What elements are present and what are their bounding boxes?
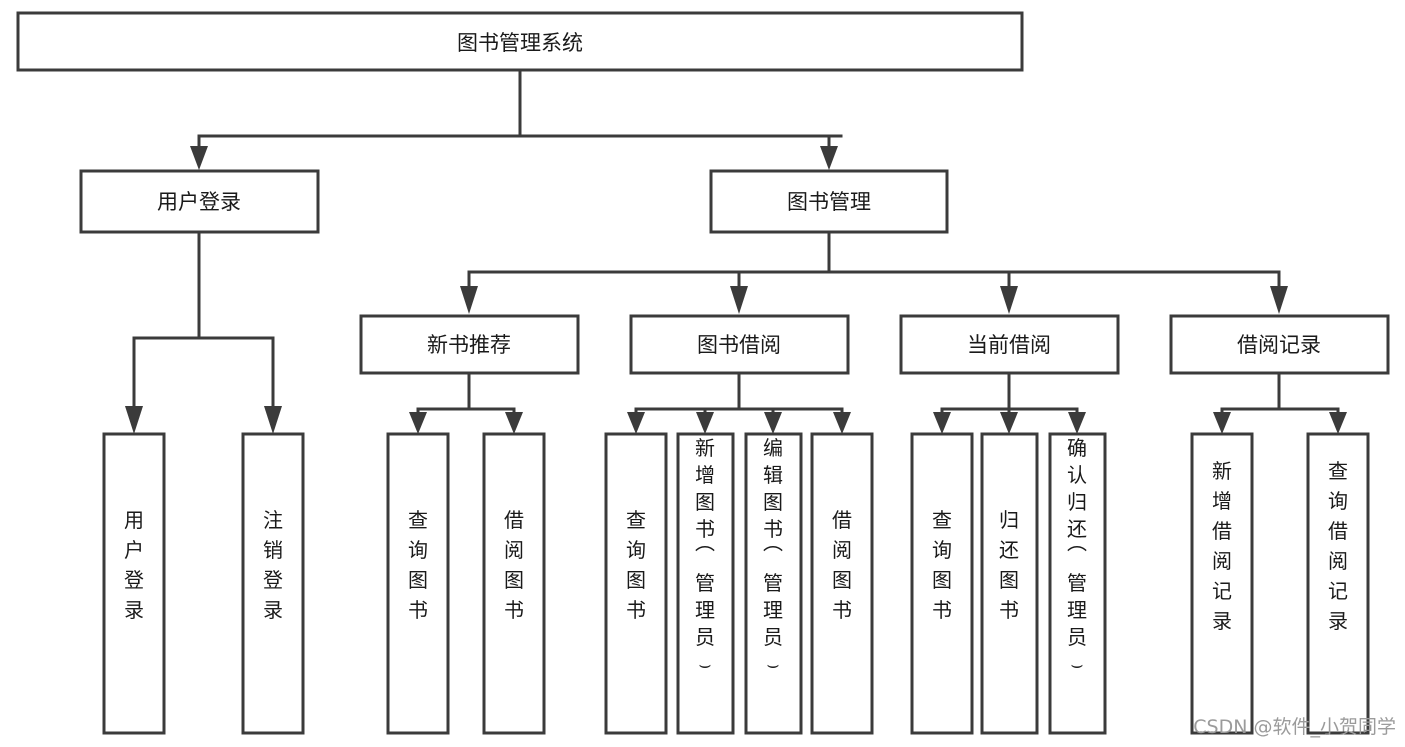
node-book-borrow[interactable]: 图书借阅 (629, 314, 850, 375)
arrow-head-leaf-borrow-book-1 (505, 412, 523, 434)
arrow-head-borrow-record (1270, 286, 1288, 314)
leaf-return-book-box[interactable] (980, 432, 1039, 735)
arrow-head-leaf-add-record (1213, 412, 1231, 434)
leaf-logout-login-box[interactable] (241, 432, 305, 735)
leaf-query-book-3-label: 查询图书 (932, 508, 952, 622)
leaf-query-book-1-label: 查询图书 (408, 508, 428, 622)
arrow-head-leaf-logout-login (264, 406, 282, 434)
leaf-return-book-label: 归还图书 (999, 508, 1019, 622)
leaf-add-record-label: 新增借阅记录 (1212, 459, 1232, 633)
leaf-borrow-book-1-label: 借阅图书 (504, 508, 524, 622)
leaf-add-book-label: 新增图书⌒管理员⌣ (695, 436, 715, 676)
leaf-query-book-3-box[interactable] (910, 432, 974, 735)
leaf-confirm-return-box[interactable] (1048, 432, 1107, 735)
node-current-borrow-label: 当前借阅 (967, 333, 1051, 357)
leaf-query-record-box[interactable] (1306, 432, 1370, 735)
node-new-book-recommend-label: 新书推荐 (427, 333, 511, 357)
leaf-edit-book-box[interactable] (744, 432, 803, 735)
leaf-query-book-2[interactable]: 查询图书 (604, 432, 668, 735)
leaf-add-book[interactable]: 新增图书⌒管理员⌣ (676, 432, 735, 735)
leaf-logout-login[interactable]: 注销登录 (241, 432, 305, 735)
node-book-borrow-label: 图书借阅 (697, 333, 781, 357)
node-book-borrow-box[interactable] (629, 314, 850, 375)
arrow-head-leaf-return-book (1000, 412, 1018, 434)
node-book-manage-box[interactable] (709, 169, 949, 234)
leaf-user-login[interactable]: 用户登录 (102, 432, 166, 735)
arrow-head-leaf-query-book-1 (409, 412, 427, 434)
node-new-book-recommend[interactable]: 新书推荐 (359, 314, 580, 375)
leaf-borrow-book-1[interactable]: 借阅图书 (482, 432, 546, 735)
leaf-edit-book[interactable]: 编辑图书⌒管理员⌣ (744, 432, 803, 735)
leaf-query-record[interactable]: 查询借阅记录 (1306, 432, 1370, 735)
leaf-borrow-book-1-box[interactable] (482, 432, 546, 735)
leaf-query-book-1[interactable]: 查询图书 (386, 432, 450, 735)
node-new-book-recommend-box[interactable] (359, 314, 580, 375)
leaf-borrow-book-2-box[interactable] (810, 432, 874, 735)
node-current-borrow[interactable]: 当前借阅 (899, 314, 1120, 375)
watermark-label: CSDN @软件_小贺同学 (1193, 716, 1396, 738)
leaf-borrow-book-2-label: 借阅图书 (832, 508, 852, 622)
arrow-head-leaf-add-book (696, 412, 714, 434)
leaf-return-book[interactable]: 归还图书 (980, 432, 1039, 735)
node-borrow-record-box[interactable] (1169, 314, 1390, 375)
arrow-head-leaf-edit-book (764, 412, 782, 434)
leaf-query-book-1-box[interactable] (386, 432, 450, 735)
leaf-user-login-label: 用户登录 (124, 508, 144, 622)
node-root[interactable]: 图书管理系统 (16, 11, 1024, 72)
leaf-confirm-return-label: 确认归还⌒管理员⌣ (1067, 436, 1087, 676)
leaf-add-record[interactable]: 新增借阅记录 (1190, 432, 1254, 735)
node-user-login-label: 用户登录 (157, 190, 241, 214)
node-root-label: 图书管理系统 (457, 31, 583, 55)
node-borrow-record-label: 借阅记录 (1237, 333, 1321, 357)
node-user-login[interactable]: 用户登录 (79, 169, 320, 234)
arrow-head-new-book-recommend (460, 286, 478, 314)
arrow-head-book-borrow (730, 286, 748, 314)
leaf-query-book-2-label: 查询图书 (626, 508, 646, 622)
leaf-borrow-book-2[interactable]: 借阅图书 (810, 432, 874, 735)
node-borrow-record[interactable]: 借阅记录 (1169, 314, 1390, 375)
arrow-head-leaf-borrow-book-2 (833, 412, 851, 434)
arrow-head-leaf-query-record (1329, 412, 1347, 434)
node-current-borrow-box[interactable] (899, 314, 1120, 375)
node-book-manage[interactable]: 图书管理 (709, 169, 949, 234)
leaf-logout-login-label: 注销登录 (263, 508, 283, 622)
leaf-user-login-box[interactable] (102, 432, 166, 735)
arrow-head-leaf-confirm-return (1068, 412, 1086, 434)
node-user-login-box[interactable] (79, 169, 320, 234)
leaf-confirm-return[interactable]: 确认归还⌒管理员⌣ (1048, 432, 1107, 735)
arrow-head-leaf-user-login (125, 406, 143, 434)
leaf-query-book-3[interactable]: 查询图书 (910, 432, 974, 735)
leaf-add-record-box[interactable] (1190, 432, 1254, 735)
leaf-query-record-label: 查询借阅记录 (1328, 459, 1348, 633)
connector-layer (125, 68, 1347, 434)
arrow-head-current-borrow (1000, 286, 1018, 314)
leaf-query-book-2-box[interactable] (604, 432, 668, 735)
leaf-add-book-box[interactable] (676, 432, 735, 735)
arrow-head-book-manage (820, 146, 838, 170)
arrow-head-leaf-query-book-2 (627, 412, 645, 434)
node-book-manage-label: 图书管理 (787, 190, 871, 214)
arrow-head-user-login (190, 146, 208, 170)
node-root-box[interactable] (16, 11, 1024, 72)
arrow-head-leaf-query-book-3 (933, 412, 951, 434)
leaf-edit-book-label: 编辑图书⌒管理员⌣ (763, 436, 783, 676)
